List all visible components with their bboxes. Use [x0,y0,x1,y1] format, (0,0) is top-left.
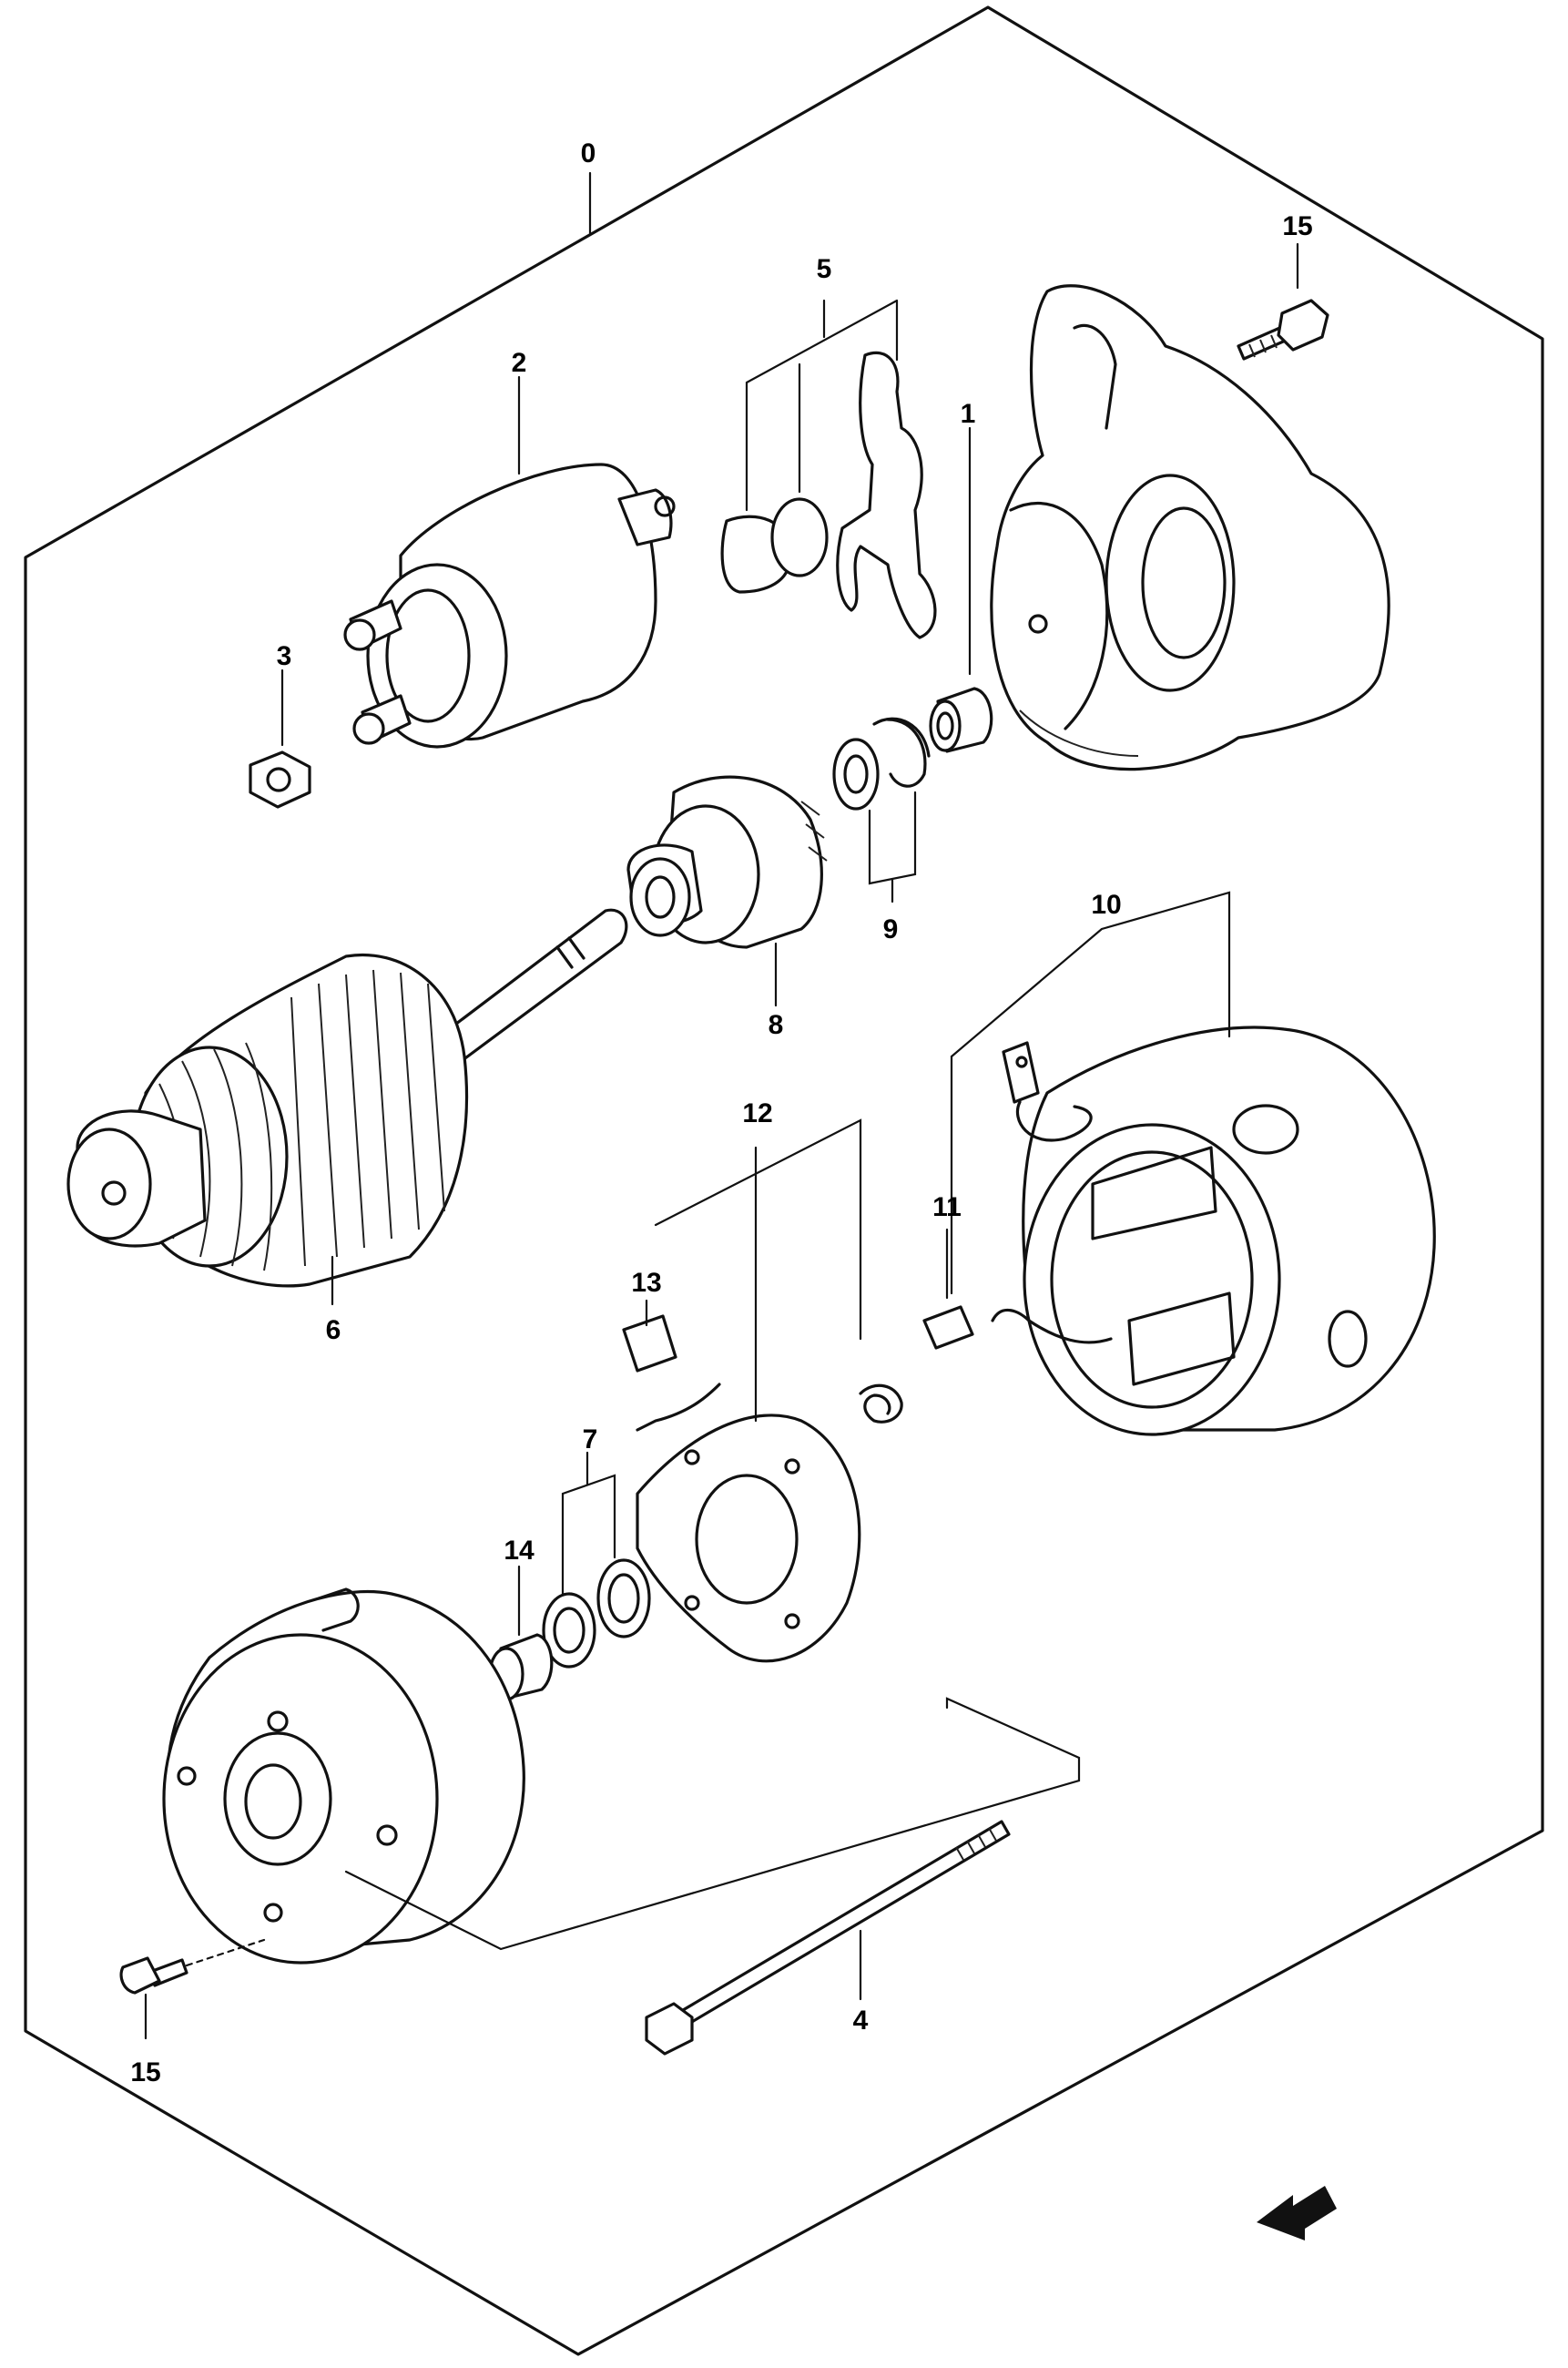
through-bolt [645,1820,1011,2056]
callout-8: 8 [769,1010,784,1040]
callout-12: 12 [742,1098,772,1128]
callout-7: 7 [583,1424,598,1454]
brush-spring [622,1314,903,1424]
solenoid [343,463,676,749]
callout-2: 2 [512,348,527,378]
front-arrow-icon [1257,2186,1337,2240]
leader-12 [654,1118,862,1423]
callout-11: 11 [932,1192,962,1222]
callout-13: 13 [631,1268,661,1298]
stop-ring-set [832,717,931,811]
brush-holder [636,1383,861,1663]
washer-set [542,1558,651,1669]
callout-15-top: 15 [1282,211,1312,241]
callout-5: 5 [817,254,832,284]
lever-set [720,351,937,639]
armature [66,908,628,1288]
leader-9 [868,791,917,903]
bearing [929,687,993,753]
callout-1: 1 [961,399,976,429]
field-lead [922,1041,1113,1350]
yoke [1022,1026,1436,1436]
rear-cover [162,1587,525,1965]
assembly-outline [24,5,1544,2356]
callout-14: 14 [504,1536,535,1566]
screw-top [1237,299,1329,361]
leader-5 [745,299,899,512]
leader-4 [344,1697,1081,2001]
callout-6: 6 [326,1315,341,1345]
callout-10: 10 [1091,890,1121,920]
callout-3: 3 [277,641,292,671]
leader-10 [950,891,1231,1058]
callout-4: 4 [853,2006,869,2036]
pinion-clutch [626,775,828,949]
callout-15-bottom: 15 [130,2057,160,2087]
leader-7 [561,1451,616,1596]
front-housing [990,284,1390,771]
callout-9: 9 [883,914,899,944]
nut [249,750,311,809]
rear-bush [488,1633,554,1701]
screw-bottom [119,1938,266,1995]
callout-0: 0 [581,138,596,168]
